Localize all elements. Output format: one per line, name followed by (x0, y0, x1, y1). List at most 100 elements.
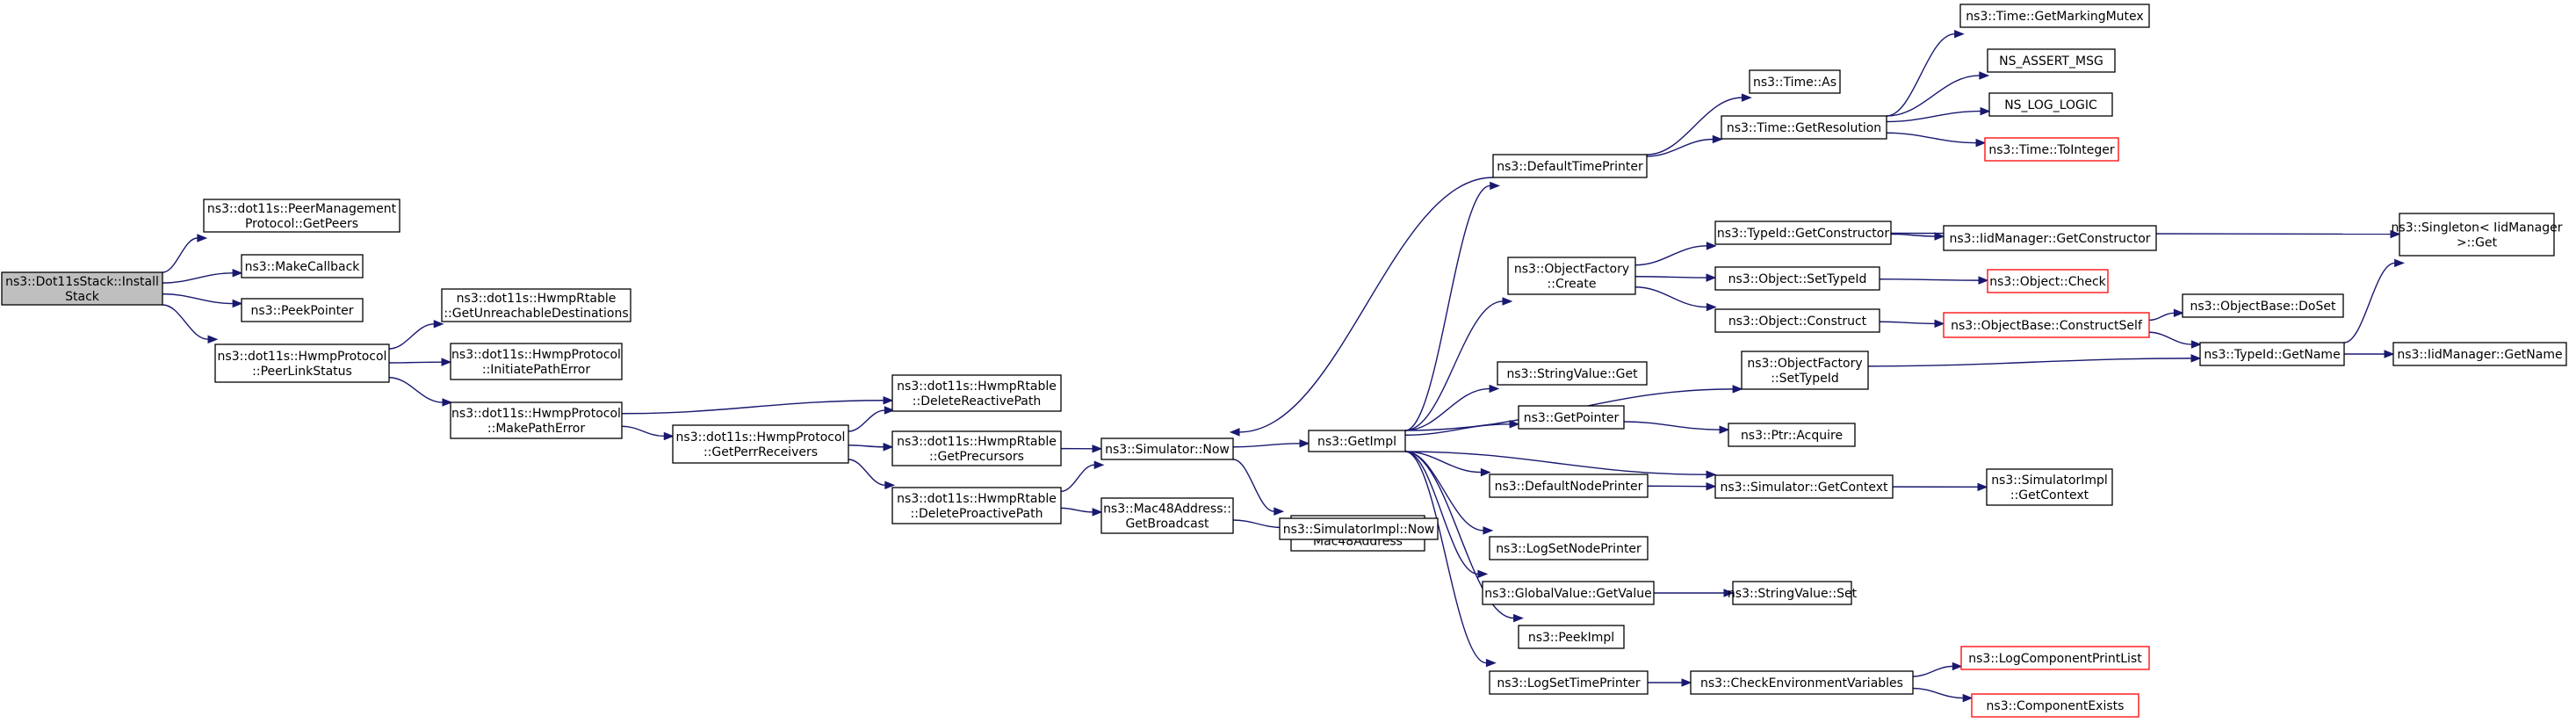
node-initiate-path-error[interactable]: ns3::dot11s::HwmpProtocol::InitiatePathE… (450, 343, 623, 380)
node-ns-log-logic[interactable]: NS_LOG_LOGIC (1988, 92, 2113, 117)
node-object-factory-create[interactable]: ns3::ObjectFactory::Create (1507, 257, 1636, 295)
edge-object_factory_create-to-object_set_type_id (1634, 276, 1707, 278)
node-box (1308, 430, 1406, 452)
node-label-line: ns3::DefaultNodePrinter (1495, 480, 1643, 494)
node-box (1714, 474, 1894, 499)
node-label-line: ns3::LogComponentPrintList (1968, 652, 2142, 666)
node-label-line: ns3::PeekPointer (251, 304, 354, 318)
node-time-get-resolution[interactable]: ns3::Time::GetResolution (1721, 115, 1887, 140)
node-box (2392, 342, 2567, 366)
node-mac48-get-broadcast[interactable]: ns3::Mac48Address::GetBroadcast (1100, 497, 1234, 534)
node-iid-get-name[interactable]: ns3::IidManager::GetName (2392, 342, 2567, 366)
node-object-construct[interactable]: ns3::Object::Construct (1714, 308, 1880, 333)
node-simulator-now[interactable]: ns3::Simulator::Now (1100, 437, 1234, 460)
node-make-path-error[interactable]: ns3::dot11s::HwmpProtocol::MakePathError (450, 401, 623, 439)
node-global-value-get-value[interactable]: ns3::GlobalValue::GetValue (1482, 581, 1655, 605)
edge-install_stack-to-peer_link_status (162, 304, 209, 340)
node-box (1749, 69, 1841, 94)
node-box (1489, 474, 1649, 498)
node-box (1732, 581, 1852, 605)
node-box (1714, 308, 1880, 333)
node-label-line: ns3::Time::ToInteger (1988, 143, 2115, 157)
node-label-line: ::GetUnreachableDestinations (444, 307, 628, 321)
node-label-line: ::InitiatePathError (482, 363, 591, 377)
node-string-value-get[interactable]: ns3::StringValue::Get (1497, 361, 1648, 386)
edge-peer_link_status-to-make_path_error (388, 377, 443, 403)
node-log-set-time-printer[interactable]: ns3::LogSetTimePrinter (1489, 670, 1649, 695)
node-simulator-get-context[interactable]: ns3::Simulator::GetContext (1714, 474, 1894, 499)
node-label-line: ns3::dot11s::PeerManagement (207, 202, 397, 216)
edge-arrowhead (1502, 297, 1513, 306)
node-default-node-printer[interactable]: ns3::DefaultNodePrinter (1489, 474, 1649, 498)
node-get-impl[interactable]: ns3::GetImpl (1308, 430, 1406, 452)
node-typeid-get-name[interactable]: ns3::TypeId::GetName (2199, 342, 2345, 366)
node-box (1943, 225, 2157, 251)
node-label-line: ns3::GetImpl (1317, 435, 1396, 449)
node-time-as[interactable]: ns3::Time::As (1749, 69, 1841, 94)
node-label-line: ns3::Object::Check (1989, 275, 2106, 289)
node-log-component-print-list[interactable]: ns3::LogComponentPrintList (1960, 646, 2150, 670)
node-get-precursors[interactable]: ns3::dot11s::HwmpRtable::GetPrecursors (891, 430, 1062, 466)
node-label-line: ns3::dot11s::HwmpProtocol (676, 430, 846, 445)
edge-check_env_vars-to-component_exists (1912, 687, 1964, 699)
edge-get_pointer-to-ptr_acquire (1623, 421, 1721, 430)
edge-arrowhead (441, 358, 452, 366)
edge-arrowhead (884, 406, 895, 415)
node-singleton-get[interactable]: ns3::Singleton< IidManager>::Get (2392, 213, 2563, 257)
node-box (1987, 269, 2109, 293)
node-object-factory-set-type-id[interactable]: ns3::ObjectFactory::SetTypeId (1741, 351, 1869, 390)
edge-peer_link_status-to-get_unreachable (388, 323, 435, 350)
node-string-value-set[interactable]: ns3::StringValue::Set (1728, 581, 1858, 605)
node-label-line: ns3::SimulatorImpl (1991, 474, 2108, 488)
node-simulator-impl-now[interactable]: ns3::SimulatorImpl::Now (1279, 517, 1439, 540)
node-object-check[interactable]: ns3::Object::Check (1987, 269, 2109, 293)
node-peek-pointer[interactable]: ns3::PeekPointer (241, 298, 364, 322)
node-get-perr-receivers[interactable]: ns3::dot11s::HwmpProtocol::GetPerrReceiv… (672, 424, 849, 464)
node-label-line: ::Create (1548, 278, 1597, 292)
node-simulator-impl-get-context[interactable]: ns3::SimulatorImpl::GetContext (1986, 468, 2113, 506)
node-default-time-printer[interactable]: ns3::DefaultTimePrinter (1492, 154, 1648, 178)
edge-object_set_type_id-to-object_check (1879, 278, 1980, 281)
edge-delete_proactive-to-simulator_now (1060, 464, 1095, 493)
edge-check_env_vars-to-log_component_print_list (1912, 665, 1953, 677)
node-box (1690, 670, 1914, 695)
edge-simulator_now-to-simulator_impl_now (1232, 459, 1274, 512)
node-label-line: ns3::GetPointer (1524, 411, 1620, 425)
node-object-set-type-id[interactable]: ns3::Object::SetTypeId (1714, 266, 1880, 291)
node-time-get-marking-mutex[interactable]: ns3::Time::GetMarkingMutex (1959, 4, 2150, 28)
node-ns-assert-msg[interactable]: NS_ASSERT_MSG (1987, 48, 2116, 73)
node-delete-proactive[interactable]: ns3::dot11s::HwmpRtable::DeleteProactive… (891, 487, 1062, 524)
node-ptr-acquire[interactable]: ns3::Ptr::Acquire (1728, 423, 1856, 447)
node-peek-impl[interactable]: ns3::PeekImpl (1518, 625, 1625, 649)
node-peer-link-status[interactable]: ns3::dot11s::HwmpProtocol::PeerLinkStatu… (214, 343, 390, 383)
node-box (2399, 213, 2555, 257)
node-object-base-doset[interactable]: ns3::ObjectBase::DoSet (2182, 293, 2344, 318)
node-check-env-vars[interactable]: ns3::CheckEnvironmentVariables (1690, 670, 1914, 695)
node-label-line: ns3::Simulator::Now (1105, 443, 1230, 457)
node-make-callback[interactable]: ns3::MakeCallback (241, 254, 364, 278)
node-object-base-construct-self[interactable]: ns3::ObjectBase::ConstructSelf (1943, 312, 2150, 338)
node-get-pointer[interactable]: ns3::GetPointer (1518, 405, 1625, 430)
node-box (1518, 405, 1625, 430)
node-component-exists[interactable]: ns3::ComponentExists (1971, 693, 2139, 718)
node-get-unreachable[interactable]: ns3::dot11s::HwmpRtable::GetUnreachableD… (441, 288, 631, 322)
node-label-line: ::SetTypeId (1771, 372, 1839, 386)
node-box (1714, 266, 1880, 291)
node-box (1943, 312, 2150, 338)
node-box (1988, 92, 2113, 117)
node-label-line: ::DeleteReactivePath (913, 394, 1041, 408)
node-label-line: ns3::Dot11sStack::Install (5, 275, 159, 289)
node-iid-get-constructor[interactable]: ns3::IidManager::GetConstructor (1943, 225, 2157, 251)
edge-arrowhead (1980, 106, 1991, 116)
node-peer-mgmt-get-peers[interactable]: ns3::dot11s::PeerManagementProtocol::Get… (203, 199, 400, 233)
edge-default_time_printer-to-time_get_resolution (1646, 138, 1714, 157)
node-box (1987, 48, 2116, 73)
node-label-line: ns3::dot11s::HwmpRtable (897, 492, 1057, 506)
node-label-line: ::DeleteProactivePath (911, 507, 1043, 521)
node-typeid-get-constructor[interactable]: ns3::TypeId::GetConstructor (1714, 221, 1892, 245)
node-log-set-node-printer[interactable]: ns3::LogSetNodePrinter (1489, 536, 1649, 560)
node-delete-reactive[interactable]: ns3::dot11s::HwmpRtable::DeleteReactiveP… (891, 374, 1062, 412)
node-time-to-integer[interactable]: ns3::Time::ToInteger (1984, 137, 2119, 162)
node-box (203, 199, 400, 233)
